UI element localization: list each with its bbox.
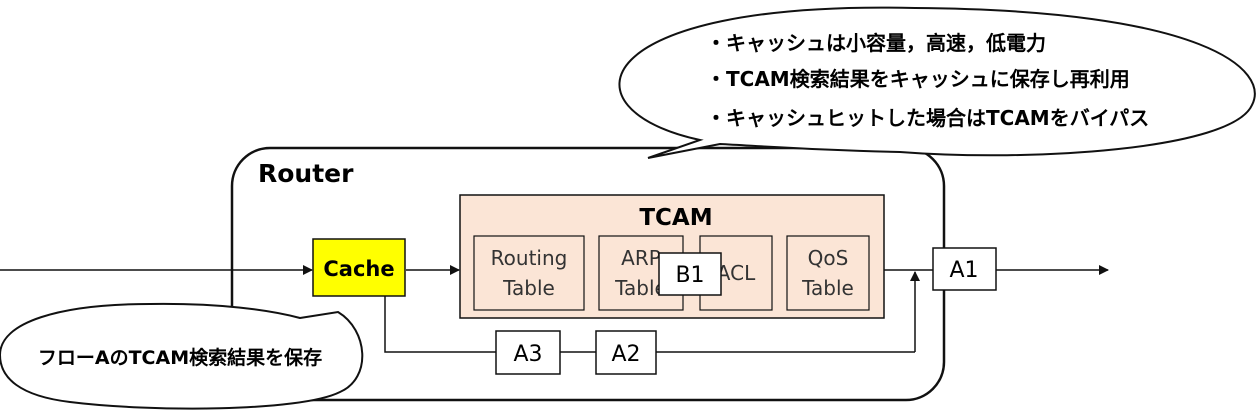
tcam-title: TCAM [639,205,712,231]
packet-a3-box [495,330,561,375]
table-qos-line1: QoS [808,246,849,270]
packet-a2-label: A2 [611,342,640,367]
packet-a1-label: A1 [949,258,978,283]
callout-top-bubble [618,6,1256,159]
cache-box [312,238,406,297]
packet-b1-box [658,252,722,296]
cache-label: Cache [323,257,394,281]
table-acl-line1: ACL [717,261,756,285]
packet-b1-label: B1 [675,263,704,288]
table-qos-line2: Table [801,276,854,300]
table-arp-line1: ARP [621,246,661,270]
callout-top-line-3: ・キャッシュヒットした場合はTCAMをバイパス [706,106,1149,130]
tcam-table-routing: Routing Table [473,235,585,311]
table-arp-line2: Table [614,276,667,300]
callout-top-line-2: ・TCAM検索結果をキャッシュに保存し再利用 [706,67,1130,91]
table-routing-line1: Routing [491,246,568,270]
callout-top-line-1: ・キャッシュは小容量，高速，低電力 [706,31,1046,55]
callout-bottom-bubble [0,302,364,410]
packet-a2-box [595,330,657,375]
packet-a1-box [932,247,997,291]
table-routing-line2: Table [502,276,555,300]
packet-a3-label: A3 [513,342,542,367]
callout-bottom-text: フローAのTCAM検索結果を保存 [38,346,322,369]
tcam-table-qos: QoS Table [786,235,870,311]
bypass-path-left [384,296,496,353]
router-title: Router [258,159,354,188]
